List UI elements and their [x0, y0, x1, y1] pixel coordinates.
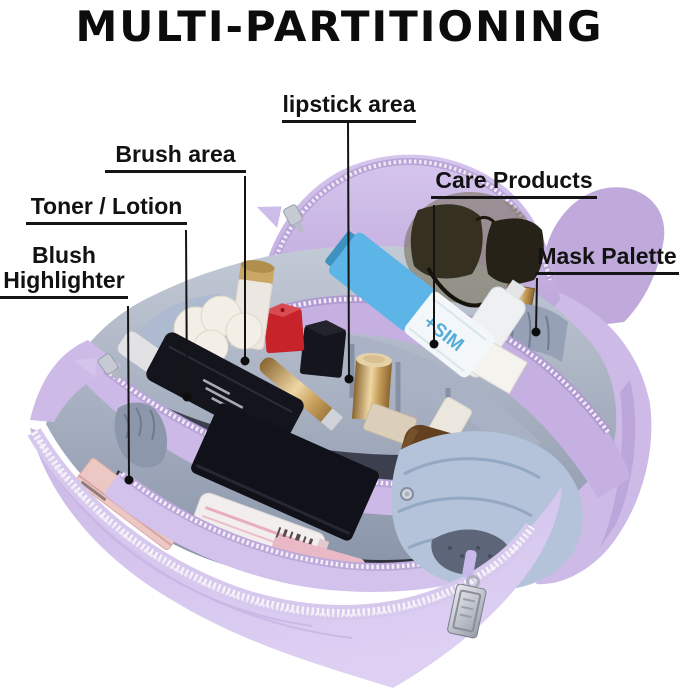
leader-line-mask: [535, 277, 538, 332]
label-lipstick-area: lipstick area: [282, 92, 416, 123]
leader-dot-toner: [182, 392, 192, 402]
gold-lipstick: [351, 352, 393, 422]
leader-lines: [127, 121, 538, 480]
label-mask-palette: Mask Palette: [535, 244, 679, 275]
left-zipper-slider-icon: [74, 353, 120, 380]
front-zipper-teeth: [27, 428, 539, 620]
black-tablet-item: [191, 403, 379, 541]
leader-dot-blush: [124, 475, 134, 485]
label-blush-line1: Blush: [32, 242, 96, 268]
leader-line-lipstick: [347, 121, 350, 379]
red-lipstick-cube: [263, 303, 305, 354]
leader-dot-brush: [240, 356, 250, 366]
leader-dot-mask: [531, 327, 541, 337]
label-blush-highlighter: Blush Highlighter: [0, 243, 128, 299]
bag-front-flap: [30, 428, 562, 688]
label-care-products: Care Products: [431, 168, 597, 199]
label-toner-lotion: Toner / Lotion: [26, 194, 187, 225]
blue-mist-tube: +SIM: [325, 231, 495, 378]
leader-line-blush: [127, 305, 130, 480]
black-perfume-cube: [299, 320, 347, 378]
zipper-pull-charm: [447, 549, 487, 639]
label-blush-line2: Highlighter: [3, 266, 125, 293]
leader-dot-lipstick: [344, 374, 354, 384]
sunglasses: [404, 192, 544, 308]
toner-compartment: [90, 372, 470, 490]
leader-dot-care: [429, 339, 439, 349]
page-title: MULTI-PARTITIONING: [75, 2, 604, 51]
bag-rear-lid: [545, 187, 665, 330]
leader-dots: [124, 327, 541, 485]
top-zipper-slider-icon: [257, 204, 304, 233]
leader-line-toner: [185, 229, 188, 397]
gold-brush-handle: [259, 357, 344, 432]
label-brush-area: Brush area: [105, 142, 246, 173]
